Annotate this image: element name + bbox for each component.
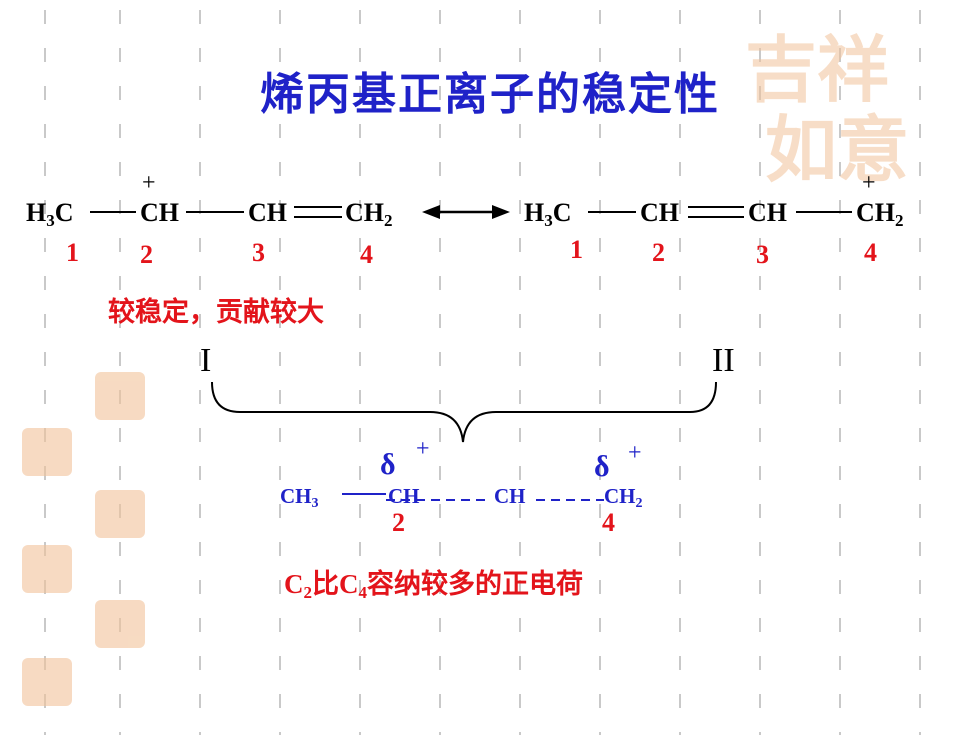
brace-icon <box>211 381 717 443</box>
ch-group: CH <box>494 484 526 508</box>
seal-stamp-icon <box>22 372 145 706</box>
ch-group: CH <box>640 198 679 227</box>
cation-charge: + <box>142 170 156 196</box>
charge-conclusion: C2比C4容纳较多的正电荷 <box>284 569 583 602</box>
label-II: II <box>712 342 735 379</box>
carbon-number-4: 4 <box>864 238 877 267</box>
label-I: I <box>200 342 212 379</box>
svg-text:吉祥: 吉祥 <box>745 28 889 112</box>
carbon-number-1: 1 <box>570 235 583 264</box>
page-title: 烯丙基正离子的稳定性 <box>260 69 720 120</box>
delta-charge-c4: δ <box>594 450 610 483</box>
carbon-number-3: 3 <box>252 238 265 267</box>
carbon-number-2: 2 <box>140 240 153 269</box>
carbon-number-4: 4 <box>360 240 373 269</box>
carbon-number-1: 1 <box>66 238 79 267</box>
h3c-group: H3C <box>524 198 572 230</box>
h3c-group: H3C <box>26 198 74 230</box>
carbon-number-3: 3 <box>756 240 769 269</box>
ch3-group: CH3 <box>280 484 319 511</box>
watermark-seal-icon: 吉祥 如意 <box>745 28 909 192</box>
carbon-number-4: 4 <box>602 508 615 537</box>
resonance-arrow-icon <box>422 205 510 219</box>
carbon-number-2: 2 <box>652 238 665 267</box>
ch2-group: CH2 <box>345 198 393 230</box>
ch-cation: CH <box>140 198 179 227</box>
delta-plus-c2: + <box>416 436 430 462</box>
stability-note: 较稳定，贡献较大 <box>108 297 324 328</box>
carbon-number-2: 2 <box>392 508 405 537</box>
delta-charge-c2: δ <box>380 448 396 481</box>
ch-group: CH <box>748 198 787 227</box>
svg-text:如意: 如意 <box>765 108 909 192</box>
ch2-cation: CH2 <box>856 198 904 230</box>
cation-charge: + <box>862 170 876 196</box>
ch-group: CH <box>388 484 420 508</box>
ch2-group: CH2 <box>604 484 643 511</box>
ch-group: CH <box>248 198 287 227</box>
delta-plus-c4: + <box>628 440 642 466</box>
